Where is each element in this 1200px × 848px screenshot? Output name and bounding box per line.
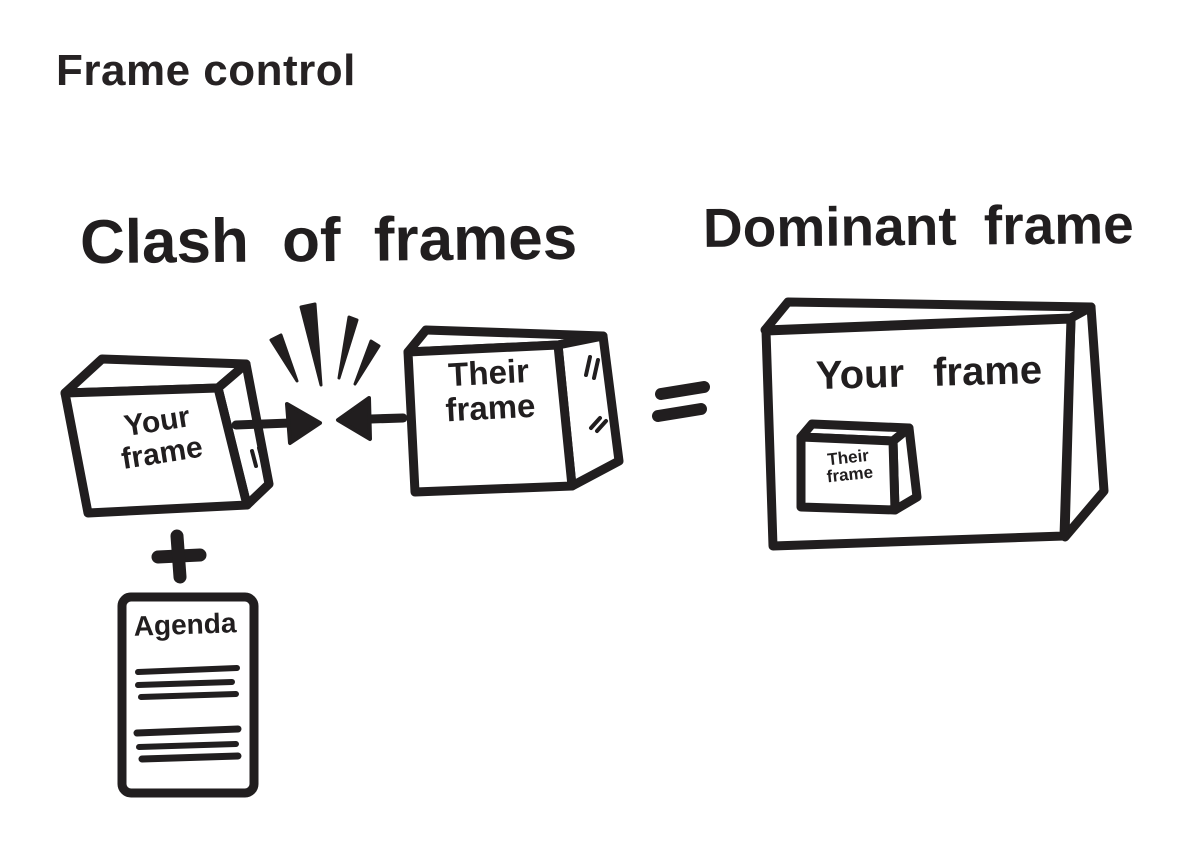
their-frame-label-line2: frame (444, 386, 537, 428)
arrow-left-shaft (366, 413, 408, 424)
captured-cube-front-face (796, 432, 900, 515)
agenda-text-line (135, 665, 240, 675)
equals-icon (652, 381, 710, 422)
arrow-left-head (336, 396, 372, 441)
equals-bottom-bar (652, 403, 707, 422)
arrow-right-icon (231, 402, 322, 445)
page-title: Frame control (56, 46, 356, 95)
their-frame-label: Their frame (420, 352, 558, 429)
arrow-right-head (285, 402, 322, 445)
agenda-text-line (138, 752, 242, 763)
document-icon (117, 592, 259, 798)
spark-ray (269, 333, 299, 383)
your-frame-cube-motion-marks (250, 446, 265, 468)
dominant-your-frame-label: Your frame (815, 348, 1043, 398)
dominant-frame-heading: Dominant frame (702, 193, 1134, 259)
agenda-title: Agenda (133, 607, 237, 642)
your-frame-cube (60, 354, 274, 518)
equals-top-bar (655, 381, 710, 400)
agenda-text-line (133, 725, 242, 737)
agenda-text-line (135, 679, 235, 688)
agenda-text-line (136, 741, 239, 750)
spark-ray (337, 315, 359, 380)
arrow-right-shaft (231, 418, 295, 430)
their-frame-cube-front-face (403, 340, 577, 497)
agenda-text-line (138, 691, 239, 700)
captured-their-frame-cube (796, 419, 922, 515)
clash-of-frames-heading: Clash of frames (79, 203, 578, 278)
spark-ray (299, 302, 323, 387)
arrow-left-icon (336, 396, 408, 441)
their-frame-cube-motion-marks (584, 355, 608, 433)
spark-burst-icon (269, 302, 381, 387)
plus-vertical-bar (170, 529, 187, 584)
your-frame-cube-front-face (60, 383, 252, 518)
plus-icon (151, 529, 207, 584)
spark-ray (353, 339, 381, 386)
their-frame-cube (403, 325, 624, 497)
